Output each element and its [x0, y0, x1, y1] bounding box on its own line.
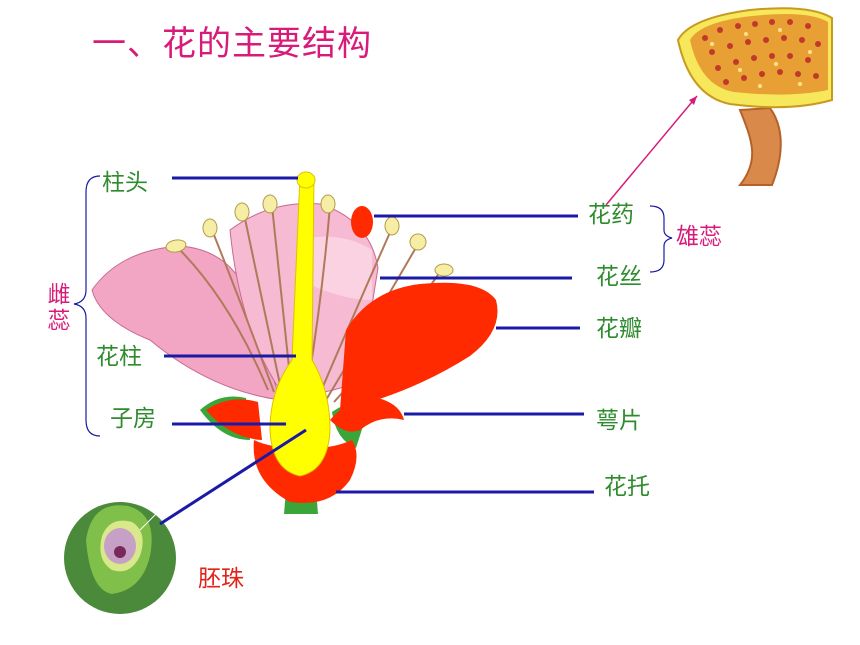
label-ovary: 子房	[110, 406, 156, 432]
pollen-grains	[702, 19, 821, 85]
flower-illustration	[91, 171, 498, 514]
stamen-bracket	[649, 205, 673, 273]
label-petal: 花瓣	[596, 316, 642, 342]
stigma	[296, 171, 316, 189]
pointer-lines	[159, 176, 594, 526]
label-receptacle: 花托	[604, 474, 650, 500]
anther-closeup-pointer	[605, 95, 698, 206]
label-stamen: 雄蕊	[676, 224, 722, 250]
petal-red-right	[340, 282, 498, 410]
label-style: 花柱	[96, 344, 142, 370]
ovule-closeup-illustration	[64, 502, 176, 614]
label-pistil: 雌蕊	[47, 282, 71, 334]
label-filament: 花丝	[596, 264, 642, 290]
label-ovule: 胚珠	[198, 566, 244, 592]
pistil-bracket	[73, 175, 101, 437]
page-title: 一、花的主要结构	[92, 24, 372, 64]
label-anther: 花药	[588, 202, 634, 228]
label-sepal: 萼片	[596, 408, 642, 434]
anther-closeup-illustration	[676, 7, 833, 186]
pointer-ovule	[159, 428, 307, 526]
label-stigma: 柱头	[102, 170, 148, 196]
sepal-left	[206, 399, 262, 440]
anther-highlighted	[351, 206, 373, 238]
sepal-right	[330, 397, 404, 432]
anthers	[165, 194, 454, 277]
